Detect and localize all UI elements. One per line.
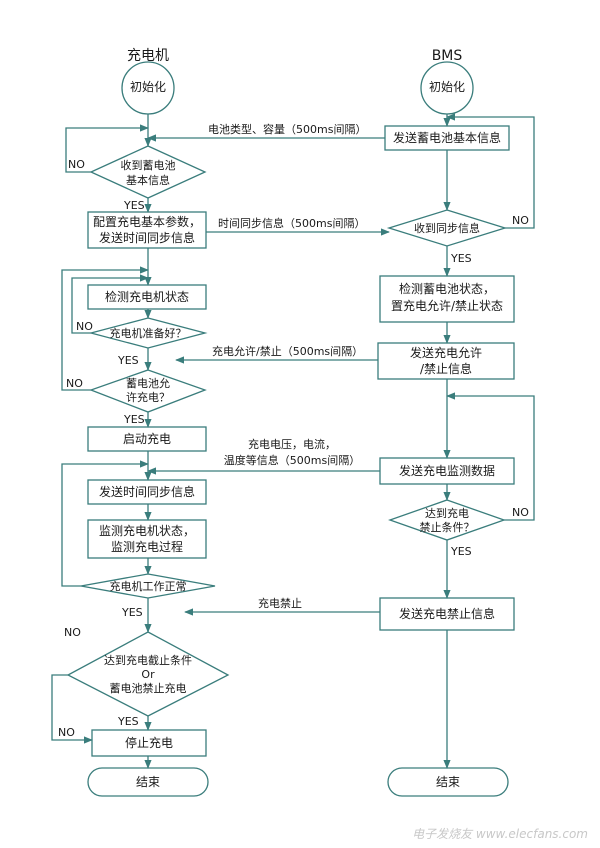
bms-init-label: 初始化 bbox=[428, 80, 465, 94]
send-allow-label-2: /禁止信息 bbox=[419, 362, 473, 376]
monitor-message-2: 温度等信息（500ms间隔） bbox=[223, 454, 361, 467]
yes-label: YES bbox=[124, 199, 145, 212]
bms-end-label: 结束 bbox=[435, 775, 460, 789]
no-label: NO bbox=[68, 158, 85, 171]
yes-label: YES bbox=[451, 545, 472, 558]
config-label-2: 发送时间同步信息 bbox=[98, 231, 195, 245]
check-charger-label: 检测充电机状态 bbox=[104, 290, 189, 304]
monitor-message-1: 充电电压，电流， bbox=[248, 438, 336, 451]
config-params-box bbox=[87, 211, 207, 249]
send-basic-info-box bbox=[384, 125, 510, 151]
watermark: 电子发烧友 www.elecfans.com bbox=[412, 827, 588, 841]
time-sync-message: 时间同步信息（500ms间隔） bbox=[218, 217, 366, 230]
no-label: NO bbox=[66, 377, 83, 390]
yes-label: YES bbox=[122, 606, 143, 619]
no-label: NO bbox=[512, 214, 529, 227]
monitor-box bbox=[87, 519, 207, 559]
allow-forbid-message: 充电允许/禁止（500ms间隔） bbox=[212, 345, 364, 358]
start-charge-label: 启动充电 bbox=[122, 432, 171, 446]
recv-sync-label: 收到同步信息 bbox=[414, 222, 480, 235]
recv-bms-info-label-1: 收到蓄电池 bbox=[120, 159, 176, 172]
yes-label: YES bbox=[118, 354, 139, 367]
yes-label: YES bbox=[124, 413, 145, 426]
detect-battery-label-1: 检测蓄电池状态， bbox=[398, 282, 495, 296]
charger-normal-label: 充电机工作正常 bbox=[109, 580, 187, 593]
forbid-message: 充电禁止 bbox=[258, 597, 302, 610]
monitor-label-2: 监测充电过程 bbox=[110, 540, 183, 554]
reach-forbid-label-2: 禁止条件？ bbox=[419, 521, 475, 534]
stop-condition-label-1: 达到充电截止条件 bbox=[104, 654, 192, 667]
yes-label: YES bbox=[118, 715, 139, 728]
battery-allow-label-2: 许充电？ bbox=[126, 391, 170, 404]
recv-bms-info-label-2: 基本信息 bbox=[126, 174, 170, 187]
charger-init-label: 初始化 bbox=[129, 80, 166, 94]
send-allow-box bbox=[377, 342, 515, 380]
yes-label: YES bbox=[451, 252, 472, 265]
send-forbid-box bbox=[379, 597, 515, 631]
monitor-label-1: 监测充电机状态， bbox=[98, 524, 195, 538]
charger-column-title: 充电机 bbox=[127, 48, 169, 64]
battery-info-message: 电池类型、容量（500ms间隔） bbox=[208, 123, 367, 136]
send-monitor-label: 发送充电监测数据 bbox=[398, 464, 495, 478]
stop-charge-box bbox=[91, 729, 207, 757]
send-basic-info-label: 发送蓄电池基本信息 bbox=[392, 131, 501, 145]
detect-battery-box bbox=[379, 275, 515, 323]
send-time-sync-label: 发送时间同步信息 bbox=[98, 485, 195, 499]
charger-ready-label: 充电机准备好？ bbox=[109, 327, 187, 340]
send-allow-label-1: 发送充电允许 bbox=[409, 346, 482, 360]
send-monitor-box bbox=[379, 457, 515, 485]
no-label: NO bbox=[58, 726, 75, 739]
send-forbid-label: 发送充电禁止信息 bbox=[398, 607, 495, 621]
recv-bms-info-decision bbox=[89, 145, 207, 199]
reach-forbid-label-1: 达到充电 bbox=[425, 507, 469, 520]
reach-forbid-decision bbox=[388, 499, 506, 541]
stop-charge-label: 停止充电 bbox=[124, 736, 173, 750]
detect-battery-label-2: 置充电允许/禁止状态 bbox=[390, 299, 504, 313]
no-label: NO bbox=[76, 320, 93, 333]
config-label-1: 配置充电基本参数， bbox=[92, 215, 201, 229]
no-label: NO bbox=[64, 626, 81, 639]
no-label: NO bbox=[512, 506, 529, 519]
bms-column-title: BMS bbox=[431, 48, 463, 64]
stop-condition-label-3: 蓄电池禁止充电 bbox=[109, 682, 187, 695]
charger-end-label: 结束 bbox=[135, 775, 160, 789]
battery-allow-label-1: 蓄电池允 bbox=[126, 377, 170, 390]
send-time-sync-box bbox=[87, 479, 207, 505]
stop-condition-label-2: Or bbox=[141, 668, 155, 681]
